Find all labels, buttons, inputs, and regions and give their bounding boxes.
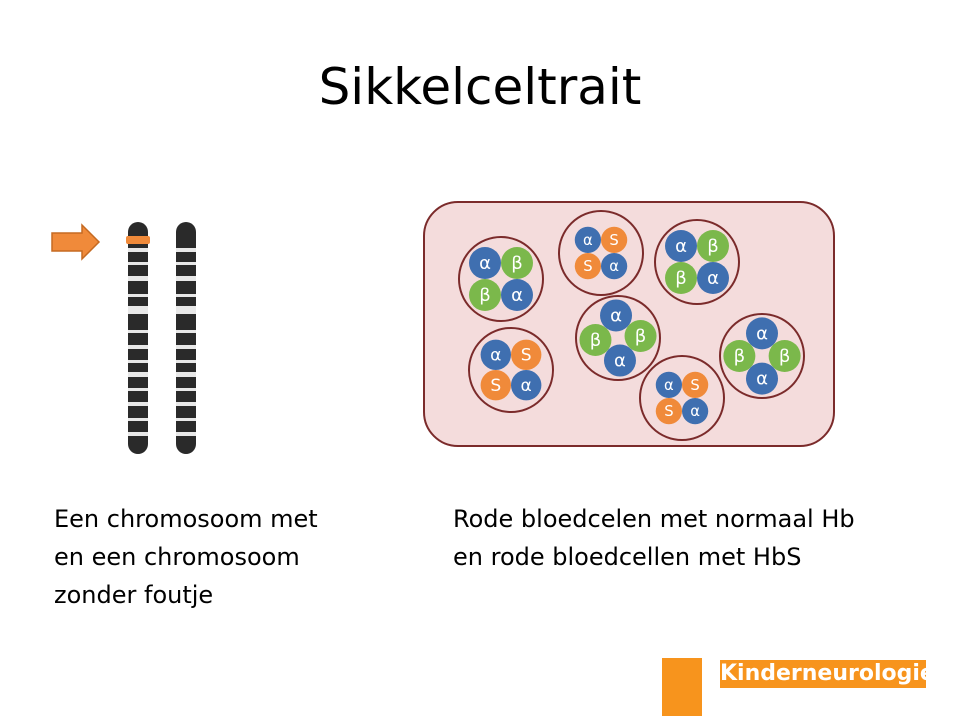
cell-membrane: [719, 313, 805, 399]
logo-icon: [662, 658, 702, 716]
caption-chromosomes: Een chromosoom met en een chromosoom zon…: [54, 500, 384, 614]
red-blood-cell: αβ βα: [719, 313, 805, 399]
globin-label: β: [479, 285, 491, 306]
globin-label: α: [511, 285, 523, 306]
globin-label: S: [490, 376, 501, 396]
globin-label: S: [583, 258, 592, 275]
globin-label: β: [511, 253, 523, 274]
alpha-globin: [511, 370, 542, 401]
cell-membrane: [639, 355, 725, 441]
globin-label: α: [675, 236, 687, 257]
beta-globin: [469, 279, 501, 311]
alpha-globin: [601, 253, 628, 280]
alpha-globin: [501, 279, 533, 311]
sickle-globin: [574, 253, 601, 280]
arrow-right-icon: [51, 223, 101, 261]
globin-label: α: [490, 346, 501, 366]
beta-globin: [624, 320, 657, 353]
globin-label: α: [664, 377, 674, 394]
globin-label: S: [609, 232, 618, 249]
globin-label: β: [675, 268, 687, 289]
alpha-globin: [469, 247, 501, 279]
caption-line: zonder foutje: [54, 581, 214, 609]
globin-label: α: [583, 232, 593, 249]
beta-globin: [697, 230, 729, 262]
logo-text: Kinderneurologie.eu: [720, 660, 960, 688]
globin-label: S: [521, 346, 532, 366]
globin-label: α: [690, 403, 700, 420]
caption-line: Een chromosoom met: [54, 505, 318, 533]
alpha-globin: [682, 398, 709, 425]
globin-label: α: [479, 253, 491, 274]
globin-label: β: [779, 346, 791, 367]
cell-membrane: [654, 219, 740, 305]
globin-label: α: [707, 268, 719, 289]
beta-globin: [579, 323, 612, 356]
beta-globin: [723, 340, 756, 372]
alpha-globin: [603, 344, 636, 377]
cell-membrane: [468, 327, 554, 413]
mutation-marker: [126, 236, 150, 244]
chromosome-normal: [176, 222, 196, 454]
globin-label: α: [614, 351, 626, 372]
slide-title: Sikkelceltrait: [318, 58, 642, 116]
alpha-globin: [697, 262, 729, 294]
globin-label: α: [609, 258, 619, 275]
alpha-globin: [746, 362, 778, 395]
beta-globin: [501, 247, 533, 279]
sickle-globin: [601, 226, 628, 254]
sickle-globin: [511, 339, 542, 370]
chromosome-mutated: [126, 222, 150, 454]
red-blood-cell: αβ βα: [575, 295, 661, 381]
caption-line: en rode bloedcellen met HbS: [453, 543, 802, 571]
cell-membrane: [575, 295, 661, 381]
globin-label: β: [590, 330, 602, 351]
alpha-globin: [655, 371, 682, 398]
globin-label: α: [521, 376, 532, 396]
alpha-globin: [574, 226, 601, 254]
caption-line: Rode bloedcelen met normaal Hb: [453, 505, 855, 533]
cell-membrane: [458, 236, 544, 322]
sickle-globin: [655, 398, 682, 425]
sickle-globin: [682, 371, 709, 398]
globin-label: α: [610, 305, 622, 326]
globin-label: S: [690, 377, 699, 394]
alpha-globin: [600, 299, 633, 332]
globin-label: α: [756, 323, 768, 344]
beta-globin: [665, 262, 697, 294]
cell-membrane: [558, 210, 644, 296]
caption-line: en een chromosoom: [54, 543, 300, 571]
globin-label: α: [756, 369, 768, 390]
sickle-globin: [480, 370, 511, 401]
alpha-globin: [746, 317, 778, 350]
globin-label: β: [635, 326, 647, 347]
caption-blood-cells: Rode bloedcelen met normaal Hb en rode b…: [453, 500, 923, 576]
globin-label: β: [707, 236, 719, 257]
alpha-globin: [665, 230, 697, 262]
beta-globin: [768, 340, 801, 372]
alpha-globin: [480, 339, 511, 370]
globin-label: β: [734, 346, 746, 367]
globin-label: S: [664, 403, 673, 420]
